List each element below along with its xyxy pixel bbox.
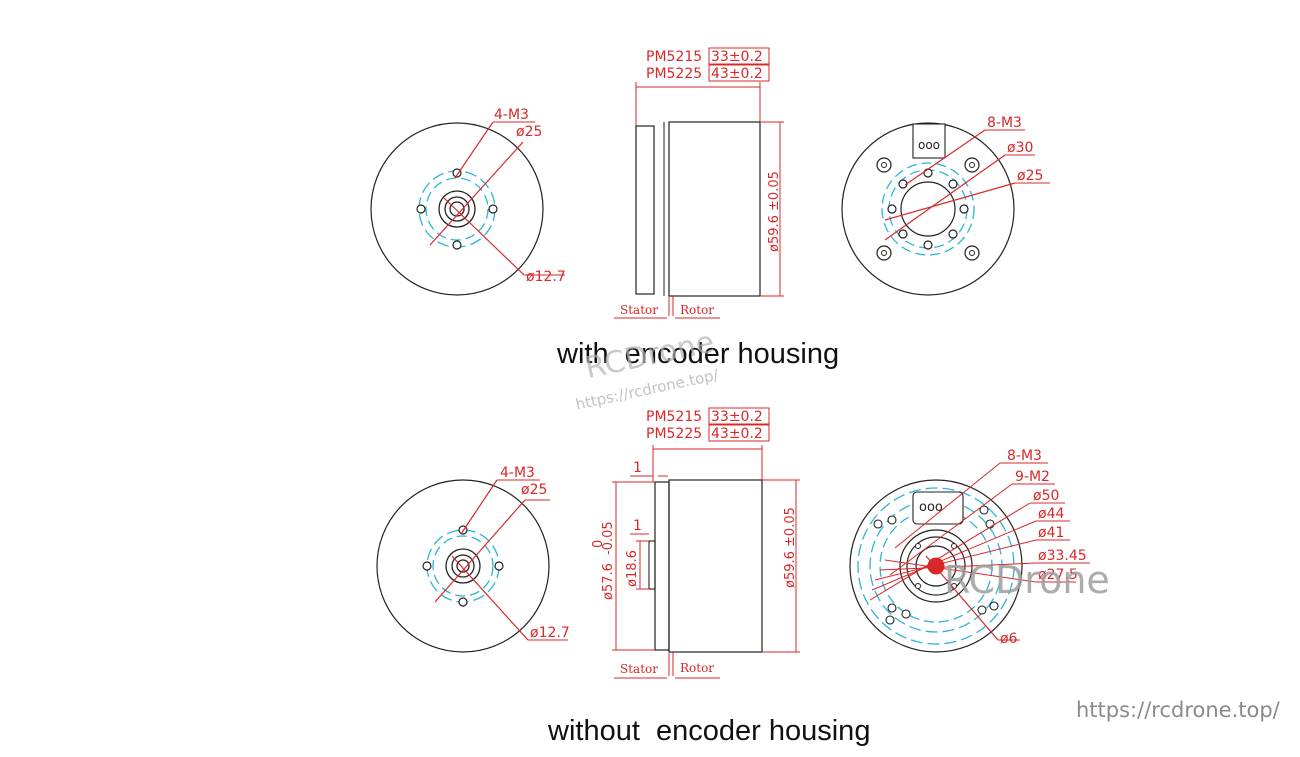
watermark-brand-overlay: RCDrone — [944, 558, 1110, 602]
top-length-1: 33±0.2 — [711, 49, 763, 65]
caption-without-encoder: without encoder housing — [548, 715, 871, 747]
bottom-front-holes-label: 4-M3 — [500, 465, 535, 481]
bottom-stator-tol-label: -0.05 — [601, 521, 616, 555]
bottom-rear-label-6: ø27.5 — [1038, 567, 1078, 583]
top-side-view: PM5215 33±0.2 PM5225 43±0.2 ø59.6 ±0.05 … — [614, 47, 784, 319]
bottom-model-1: PM5215 — [646, 409, 702, 425]
bottom-rear-label-1: 9-M2 — [1015, 469, 1050, 485]
bottom-offset-mid-label: 1 — [633, 518, 642, 534]
bottom-stator-tol-upper-label: 0 — [591, 540, 606, 548]
top-rear-holes-label: 8-M3 — [987, 115, 1022, 131]
bottom-diameter-label: ø59.6 ±0.05 — [783, 507, 798, 588]
top-front-pcd-label: ø25 — [516, 124, 542, 140]
bottom-shaft-dia-label: ø18.6 — [625, 550, 640, 587]
bottom-rear-label-4: ø41 — [1038, 525, 1064, 541]
bottom-side-view: PM5215 33±0.2 PM5225 43±0.2 1 1 ø57.6 -0… — [591, 407, 800, 679]
bottom-rear-label-3: ø44 — [1038, 506, 1064, 522]
bottom-front-view: 4-M3 ø25 ø12.7 — [376, 465, 570, 653]
top-front-holes-label: 4-M3 — [494, 107, 529, 123]
bottom-rotor-label: Rotor — [680, 661, 714, 675]
bottom-front-bore-label: ø12.7 — [530, 625, 570, 641]
top-diameter-label: ø59.6 ±0.05 — [767, 171, 782, 252]
top-front-bore-label: ø12.7 — [526, 269, 566, 285]
bottom-offset-top-label: 1 — [633, 460, 642, 476]
bottom-rear-label-7: ø6 — [1000, 631, 1018, 647]
bottom-stator-label: Stator — [620, 662, 658, 676]
bottom-length-2: 43±0.2 — [711, 426, 763, 442]
top-rear-d25-label: ø25 — [1017, 168, 1043, 184]
bottom-stator-dia-label: ø57.6 — [601, 563, 616, 600]
top-rear-d30-label: ø30 — [1007, 140, 1033, 156]
top-model-2: PM5225 — [646, 66, 702, 82]
bottom-rear-label-2: ø50 — [1033, 488, 1059, 504]
bottom-model-2: PM5225 — [646, 426, 702, 442]
bottom-length-1: 33±0.2 — [711, 409, 763, 425]
top-rear-connector: ooo — [918, 138, 940, 152]
watermark-url-corner: https://rcdrone.top/ — [1076, 698, 1280, 722]
top-model-1: PM5215 — [646, 49, 702, 65]
top-stator-label: Stator — [620, 303, 658, 317]
top-rotor-label: Rotor — [680, 303, 714, 317]
top-length-2: 43±0.2 — [711, 66, 763, 82]
bottom-rear-label-0: 8-M3 — [1007, 448, 1042, 464]
top-rear-view: ooo 8-M3 ø30 ø25 — [841, 115, 1050, 296]
bottom-front-pcd-label: ø25 — [521, 482, 547, 498]
bottom-rear-label-5: ø33.45 — [1038, 548, 1087, 564]
bottom-rear-view: ooo 8-M3 9-M2 ø50 ø44 ø41 ø33.4 — [849, 448, 1090, 653]
top-front-view: 4-M3 ø25 ø12.7 — [370, 107, 566, 296]
bottom-rear-connector: ooo — [919, 500, 943, 515]
caption-with-encoder: with encoder housing — [557, 338, 840, 370]
